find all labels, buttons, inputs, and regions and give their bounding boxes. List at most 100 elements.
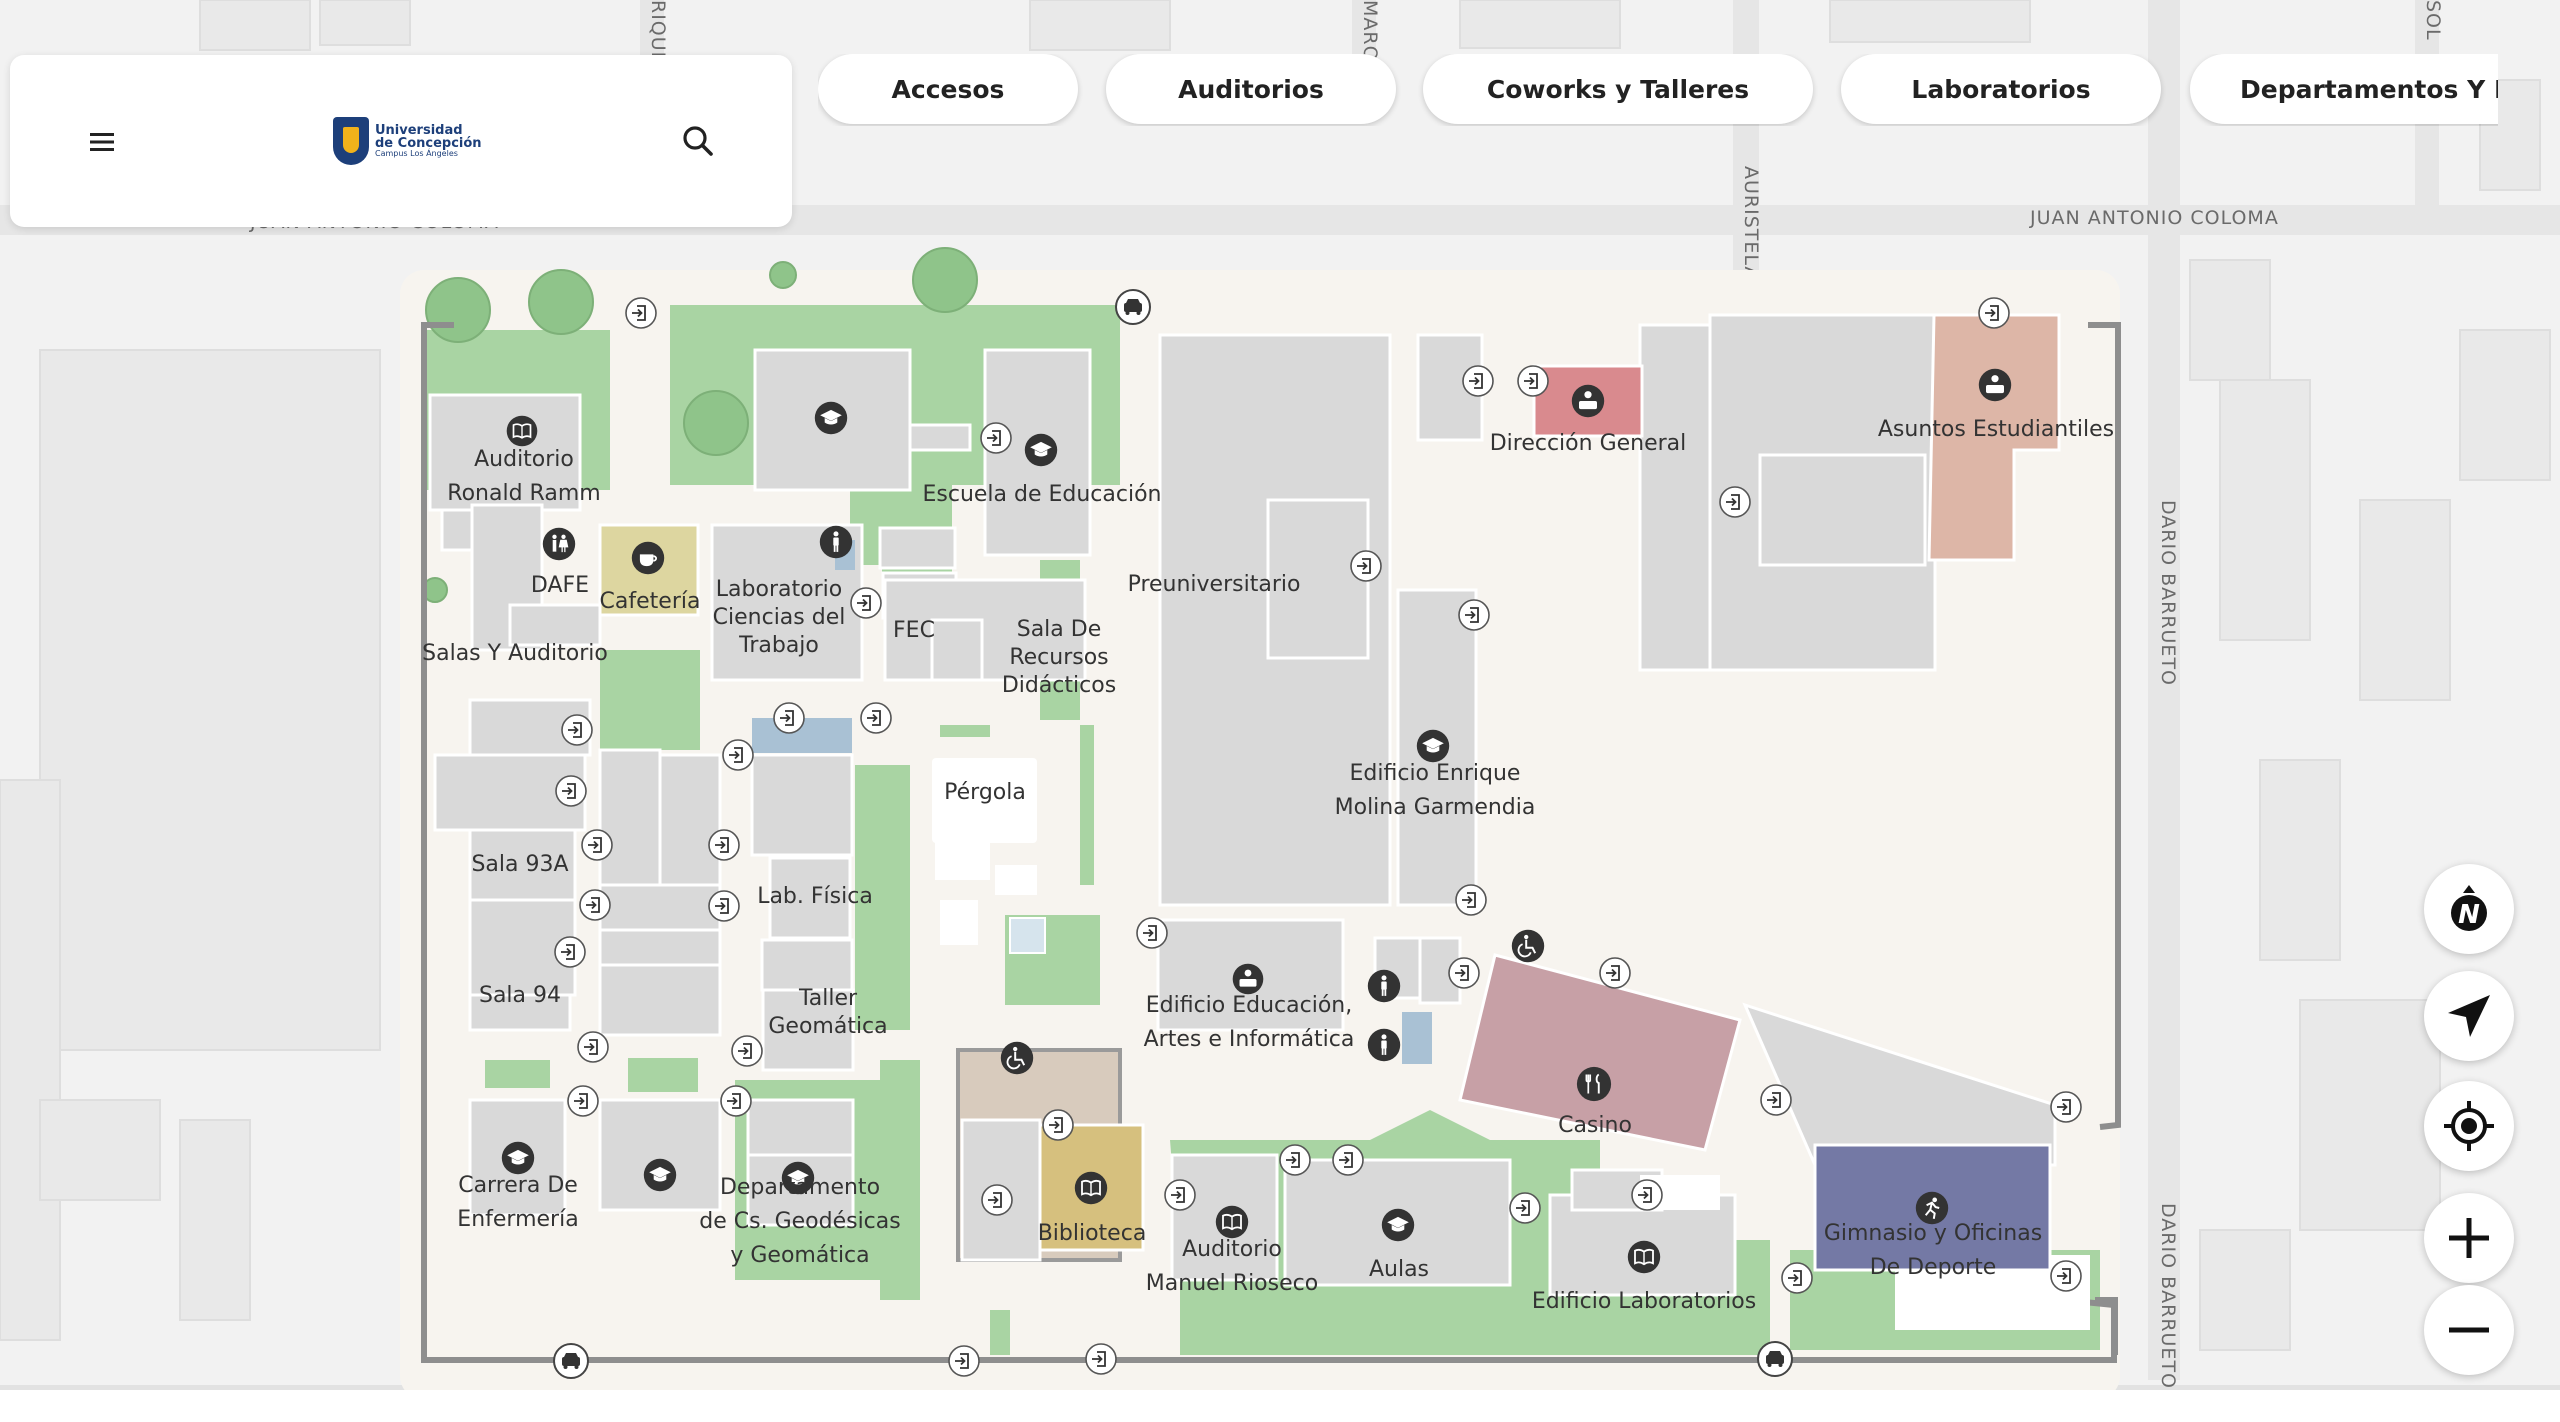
entrance-icon[interactable] (1462, 365, 1494, 397)
control-panel: Universidad de Concepción Campus Los Áng… (10, 55, 792, 227)
entrance-icon[interactable] (625, 297, 657, 329)
entrance-icon[interactable] (1279, 1144, 1311, 1176)
menu-button[interactable] (78, 118, 126, 166)
search-button[interactable] (674, 117, 722, 165)
label-direccion-general: Dirección General (1490, 431, 1687, 456)
entrance-icon[interactable] (731, 1035, 763, 1067)
label-escuela-educacion: Escuela de Educación (922, 482, 1161, 507)
restaurant-icon[interactable] (1575, 1065, 1613, 1103)
parking-icon[interactable] (1115, 289, 1151, 325)
logo-line2: de Concepción (375, 136, 482, 151)
logo-line3: Campus Los Ángeles (375, 149, 458, 158)
entrance-icon[interactable] (567, 1085, 599, 1117)
entrance-icon[interactable] (773, 702, 805, 734)
book-icon-auditorio-rioseco[interactable] (1214, 1204, 1250, 1240)
shield-icon (333, 117, 369, 165)
student-affairs-icon[interactable] (1978, 368, 2012, 402)
entrance-icon[interactable] (948, 1345, 980, 1377)
compass-icon: N (2451, 885, 2487, 931)
entrance-icon[interactable] (1781, 1262, 1813, 1294)
entrance-icon[interactable] (1978, 297, 2010, 329)
entrance-icon[interactable] (1631, 1179, 1663, 1211)
parking-icon[interactable] (553, 1343, 589, 1379)
category-laboratorios[interactable]: Laboratorios (1841, 54, 2161, 124)
restroom-icon[interactable] (542, 527, 576, 561)
entrance-icon[interactable] (1448, 957, 1480, 989)
compass-button[interactable]: N (2424, 864, 2514, 954)
label-geodesicas-l1: Departamento (720, 1175, 880, 1200)
entrance-icon[interactable] (1458, 599, 1490, 631)
locate-button[interactable] (2424, 1081, 2514, 1171)
entrance-icon[interactable] (1760, 1084, 1792, 1116)
graduation-cap-icon[interactable] (814, 401, 848, 435)
entrance-icon[interactable] (1719, 486, 1751, 518)
accessibility-icon-biblioteca[interactable] (999, 1040, 1035, 1076)
entrance-icon[interactable] (981, 1184, 1013, 1216)
entrance-icon[interactable] (555, 775, 587, 807)
person-icon-women[interactable] (1367, 969, 1401, 1003)
label-pergola: Pérgola (944, 780, 1026, 805)
label-rioseco-l2: Manuel Rioseco (1146, 1271, 1318, 1296)
entrance-icon[interactable] (1599, 957, 1631, 989)
person-icon-men[interactable] (1367, 1028, 1401, 1062)
entrance-icon[interactable] (579, 889, 611, 921)
crosshair-icon (2444, 1101, 2494, 1151)
entrance-icon[interactable] (850, 587, 882, 619)
person-icon[interactable] (819, 525, 853, 559)
entrance-icon[interactable] (722, 739, 754, 771)
entrance-icon[interactable] (2050, 1091, 2082, 1123)
entrance-icon[interactable] (2050, 1260, 2082, 1292)
category-auditorios[interactable]: Auditorios (1106, 54, 1396, 124)
menu-icon (90, 133, 114, 151)
label-fec: FEC (893, 618, 935, 643)
zoom-in-button[interactable] (2424, 1193, 2514, 1283)
category-coworks[interactable]: Coworks y Talleres (1423, 54, 1813, 124)
label-dafe: DAFE (531, 573, 589, 598)
label-enfermeria-l2: Enfermería (457, 1207, 578, 1232)
entrance-icon[interactable] (577, 1031, 609, 1063)
director-icon[interactable] (1571, 384, 1605, 418)
book-icon-biblioteca[interactable] (1073, 1170, 1109, 1206)
graduation-cap-icon-molina[interactable] (1416, 729, 1450, 763)
label-taller-l1: Taller (798, 986, 858, 1011)
category-bar[interactable]: Accesos Auditorios Coworks y Talleres La… (818, 54, 2498, 126)
book-icon-laboratorios[interactable] (1626, 1239, 1662, 1275)
graduation-cap-icon-enfermeria[interactable] (501, 1141, 535, 1175)
sports-icon[interactable] (1914, 1190, 1950, 1226)
parking-icon[interactable] (1757, 1341, 1793, 1377)
entrance-icon[interactable] (1455, 884, 1487, 916)
entrance-icon[interactable] (1332, 1144, 1364, 1176)
label-lab-ciencias-l1: Laboratorio (716, 577, 842, 602)
education-building-icon[interactable] (1232, 963, 1264, 995)
graduation-cap-icon-aula[interactable] (643, 1158, 677, 1192)
label-gimnasio-l2: De Deporte (1870, 1255, 1997, 1280)
entrance-icon[interactable] (1136, 917, 1168, 949)
label-sala-recursos-l3: Didácticos (1002, 673, 1116, 698)
entrance-icon[interactable] (1517, 365, 1549, 397)
entrance-icon[interactable] (1085, 1343, 1117, 1375)
book-icon-auditorio-ronald[interactable] (505, 414, 539, 448)
entrance-icon[interactable] (554, 936, 586, 968)
entrance-icon[interactable] (1350, 550, 1382, 582)
entrance-icon[interactable] (1164, 1179, 1196, 1211)
entrance-icon[interactable] (980, 422, 1012, 454)
entrance-icon[interactable] (581, 829, 613, 861)
coffee-icon[interactable] (630, 540, 666, 576)
category-departamentos[interactable]: Departamentos Y Facultades (2190, 54, 2498, 124)
entrance-icon[interactable] (1509, 1192, 1541, 1224)
zoom-out-button[interactable] (2424, 1285, 2514, 1375)
navigate-button[interactable] (2424, 971, 2514, 1061)
entrance-icon[interactable] (860, 702, 892, 734)
graduation-cap-icon-aulas[interactable] (1381, 1208, 1415, 1242)
label-edif-laboratorios: Edificio Laboratorios (1532, 1289, 1756, 1314)
entrance-icon[interactable] (708, 829, 740, 861)
accessibility-icon[interactable] (1510, 928, 1546, 964)
graduation-cap-icon-escuela[interactable] (1024, 433, 1058, 467)
category-accesos[interactable]: Accesos (818, 54, 1078, 124)
entrance-icon[interactable] (1042, 1109, 1074, 1141)
entrance-icon[interactable] (708, 890, 740, 922)
label-cafeteria: Cafetería (600, 589, 701, 614)
entrance-icon[interactable] (561, 714, 593, 746)
entrance-icon[interactable] (720, 1085, 752, 1117)
